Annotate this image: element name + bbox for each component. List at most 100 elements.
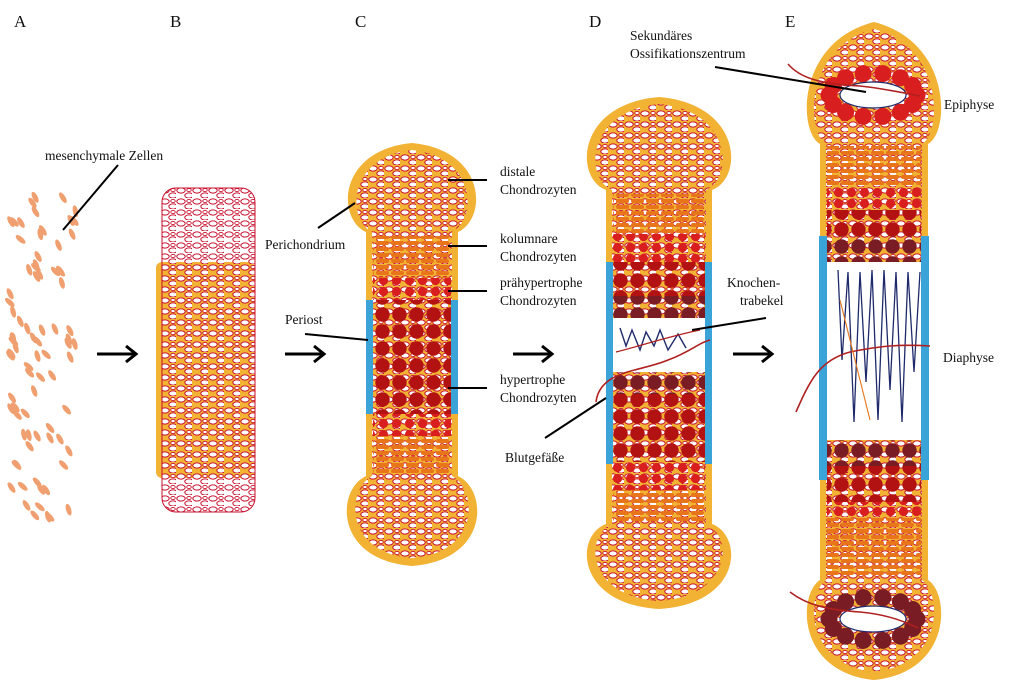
prehypertrophic-zone-bottom — [373, 414, 451, 436]
ossification-cell — [904, 601, 921, 618]
ossification-cell — [855, 589, 872, 606]
bone-stage-e — [788, 22, 941, 680]
kolumnar-label-line2: Chondrozyten — [500, 249, 577, 264]
mesenchymal-cell — [61, 403, 73, 415]
mesenchymal-cells — [4, 191, 81, 523]
periosteum-left — [819, 236, 827, 480]
mesenchymal-cell — [65, 351, 74, 364]
panel-label-d: D — [589, 12, 601, 31]
sekundaer-label-line2: Ossifikationszentrum — [630, 46, 746, 61]
hypertrophic-zone-bottom — [613, 394, 705, 462]
bone-stage-d — [587, 97, 731, 609]
mesenchymal-cell — [54, 239, 63, 252]
ossification-cell — [904, 77, 921, 94]
knochen-label-line2: trabekel — [740, 293, 784, 308]
hypertrophic-zone — [373, 300, 451, 414]
mesenchymal-cell — [16, 480, 28, 492]
distal-label-line1: distale — [500, 164, 535, 179]
panel-label-e: E — [785, 12, 795, 31]
dark-hypertrophic-zone-top — [613, 296, 705, 318]
mesenchymal-cell — [37, 324, 46, 337]
arrow-b-to-c — [285, 346, 324, 362]
arrow-a-to-b — [97, 346, 136, 362]
columnar-zone-top — [373, 236, 451, 278]
cartilage-model — [156, 188, 255, 512]
columnar-zone-top — [827, 146, 921, 186]
mesenchymal-cell — [34, 501, 46, 513]
mesenchymal-cell — [44, 422, 56, 435]
kolumnar-label-line1: kolumnare — [500, 231, 558, 246]
mesenchymal-cell — [30, 384, 39, 397]
ossification-cell — [837, 593, 854, 610]
columnar-zone-bottom — [373, 436, 451, 474]
periost-leader-line — [305, 334, 368, 340]
ossification-cell — [855, 108, 872, 125]
mesenchymal-label: mesenchymale Zellen — [45, 148, 163, 163]
periosteum-right — [705, 262, 712, 464]
mesenchymal-cell — [64, 503, 72, 516]
mesenchymal-cell — [21, 499, 32, 512]
sekundaer-label-line1: Sekundäres — [630, 28, 692, 43]
diaphyse-label: Diaphyse — [943, 350, 994, 365]
mesenchymal-cell — [4, 296, 16, 308]
hypertrophic-zone-top — [827, 210, 921, 236]
mesenchymal-cell — [6, 481, 17, 494]
mesenchymal-cell — [14, 234, 27, 246]
perichondrium-leader-line — [318, 203, 355, 228]
mesenchymal-cell — [47, 369, 58, 382]
prehypertrophic-zone-top — [827, 186, 921, 210]
mesenchymal-cell — [6, 391, 17, 404]
ossification-cell — [874, 589, 891, 606]
hypertrophic-zone-top — [613, 262, 705, 296]
ossification-cell — [892, 104, 909, 121]
praehyper-label-line2: Chondrozyten — [500, 293, 577, 308]
periosteum-right — [451, 300, 458, 414]
mesenchymal-cell — [15, 315, 25, 328]
mesenchymal-cell — [45, 431, 55, 444]
ossification-cell — [855, 65, 872, 82]
arrow-d-to-e — [733, 346, 772, 362]
mesenchymal-cell — [24, 440, 35, 453]
dark-hypertrophic-zone-bottom — [613, 372, 705, 394]
ossification-cell — [892, 628, 909, 645]
mesenchymal-cell — [58, 276, 66, 289]
prehypertrophic-zone-top — [613, 234, 705, 262]
periost-label: Periost — [285, 312, 323, 327]
periosteum-left — [606, 262, 613, 464]
mesenchymal-leader-line — [63, 165, 118, 230]
ossification-cell — [874, 108, 891, 125]
prehypertrophic-zone-bottom — [613, 462, 705, 490]
dark-hypertrophic-zone-top — [827, 236, 921, 262]
mesenchymal-cell — [58, 459, 70, 471]
bone-stage-c — [347, 143, 477, 566]
panel-label-a: A — [14, 12, 27, 31]
arrow-c-to-d — [513, 346, 552, 362]
columnar-zone-bottom — [613, 490, 705, 522]
prehypertrophic-zone-bottom — [827, 502, 921, 518]
periosteum-right — [921, 236, 929, 480]
mesenchymal-cell — [35, 371, 47, 383]
praehyper-label-line1: prähypertrophe — [500, 275, 582, 290]
panel-label-b: B — [170, 12, 181, 31]
columnar-zone-top — [613, 194, 705, 234]
resting-chondrocytes — [162, 188, 255, 512]
hyper-label-line1: hypertrophe — [500, 372, 565, 387]
prehypertrophic-zone-top — [373, 278, 451, 300]
mesenchymal-cell — [40, 348, 52, 360]
dark-hypertrophic-zone-bottom — [827, 440, 921, 466]
mesenchymal-cell — [32, 429, 42, 442]
hypertrophic-zone-bottom — [827, 466, 921, 502]
periosteum-left — [366, 300, 373, 414]
mesenchymal-cell — [29, 509, 41, 521]
mesenchymal-cell — [50, 322, 60, 335]
ossification-cell — [855, 632, 872, 649]
perichondrium-label: Perichondrium — [265, 237, 346, 252]
mesenchymal-cell — [67, 228, 77, 241]
mesenchymal-cell — [33, 350, 41, 363]
mesenchymal-cell — [9, 305, 17, 318]
knochen-label-line1: Knochen- — [727, 275, 781, 290]
epiphyse-label: Epiphyse — [944, 97, 994, 112]
blutgefaesse-label: Blutgefäße — [505, 450, 564, 465]
mesenchymal-cell — [55, 433, 66, 446]
